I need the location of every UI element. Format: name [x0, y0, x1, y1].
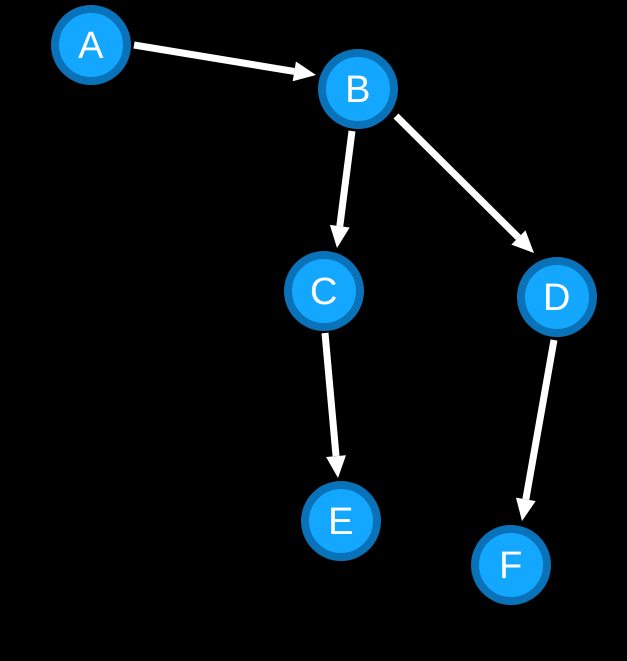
graph-node-f[interactable]: F: [471, 525, 551, 605]
node-circle[interactable]: [471, 525, 551, 605]
edge-arrowhead-icon: [326, 455, 346, 478]
graph-node-e[interactable]: E: [301, 481, 381, 561]
edge-shaft: [393, 113, 521, 240]
graph-edge: [515, 339, 558, 521]
graph-node-c[interactable]: C: [284, 251, 364, 331]
graph-node-d[interactable]: D: [517, 257, 597, 337]
node-circle[interactable]: [517, 257, 597, 337]
node-label: A: [78, 25, 104, 67]
edge-arrowhead-icon: [511, 230, 534, 253]
edge-shaft: [522, 339, 558, 500]
edges-layer: [133, 41, 558, 521]
node-label: E: [328, 501, 354, 543]
edge-arrowhead-icon: [329, 224, 350, 248]
edge-arrowhead-icon: [292, 61, 316, 82]
node-circle[interactable]: [301, 481, 381, 561]
node-label: C: [310, 271, 338, 313]
graph-edge: [133, 41, 316, 82]
node-circle[interactable]: [284, 251, 364, 331]
node-circle[interactable]: [51, 5, 131, 85]
edge-shaft: [133, 41, 295, 75]
edge-arrowhead-icon: [515, 497, 536, 521]
node-label: D: [543, 277, 571, 319]
graph-edge: [329, 130, 356, 248]
graph-node-a[interactable]: A: [51, 5, 131, 85]
node-label: F: [499, 545, 523, 587]
edge-shaft: [336, 130, 356, 227]
graph-edge: [393, 113, 534, 253]
edge-shaft: [321, 332, 340, 457]
node-label: B: [345, 69, 371, 111]
node-circle[interactable]: [318, 49, 398, 129]
graph-node-b[interactable]: B: [318, 49, 398, 129]
graph-edge: [321, 332, 346, 478]
nodes-layer: A B C D E F: [51, 5, 597, 605]
